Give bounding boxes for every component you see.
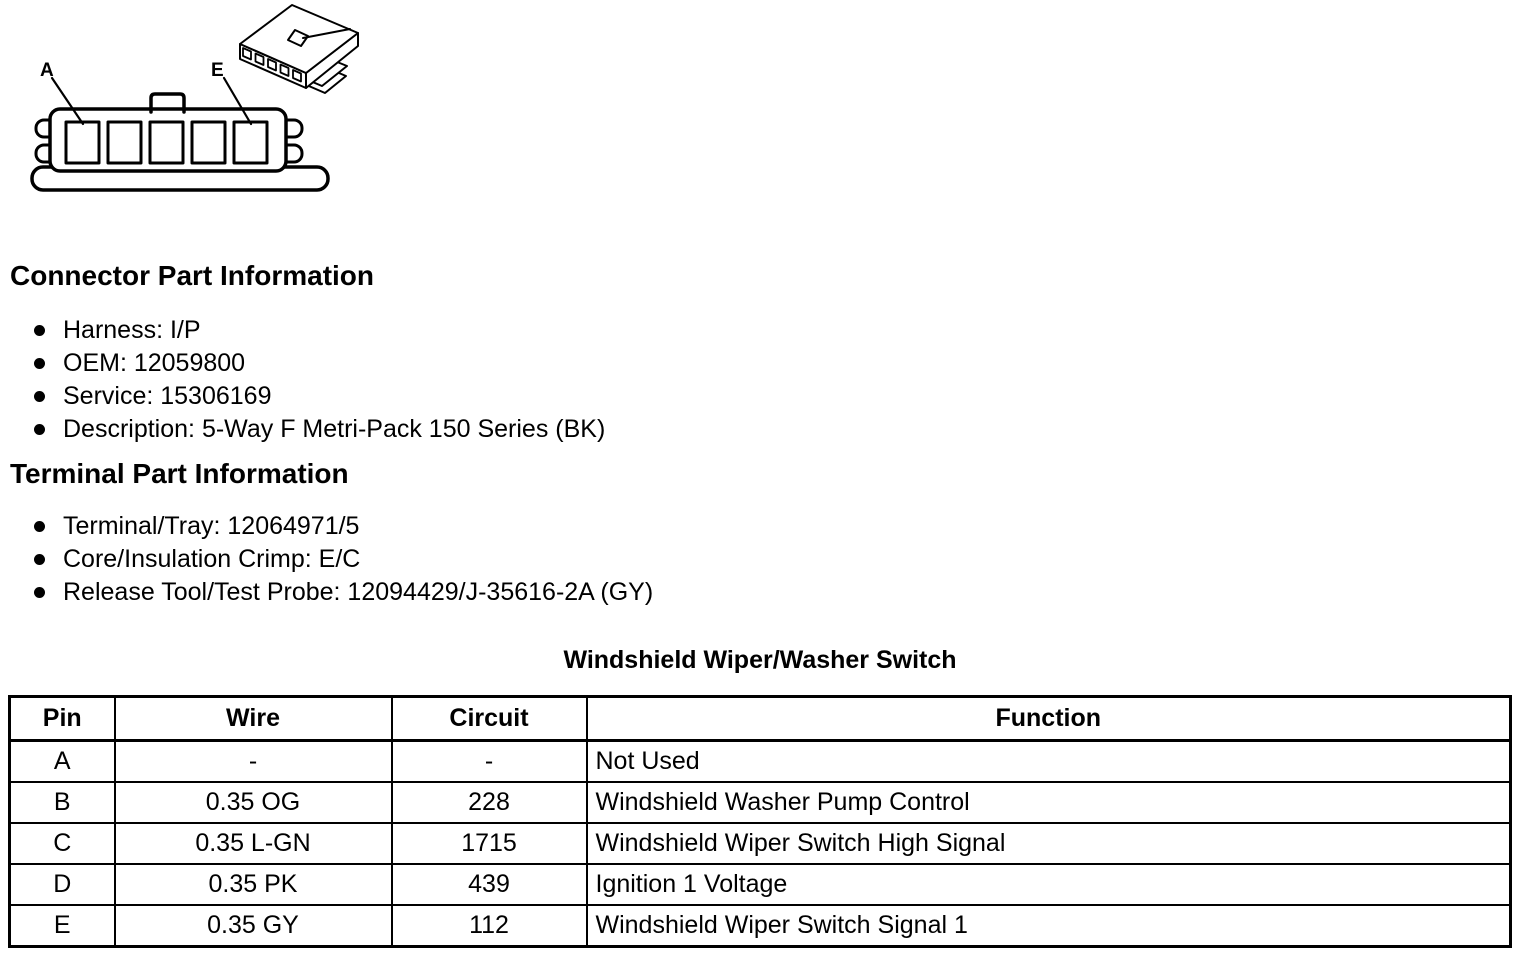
list-item: Harness: I/P [34,314,605,347]
pin-cavity [190,120,227,165]
circuit-cell: 112 [390,904,588,948]
table-row: C 0.35 L-GN 1715 Windshield Wiper Switch… [8,822,1512,865]
bullet-icon [34,521,45,532]
col-header-circuit: Circuit [390,695,588,742]
connector-lock-tab [149,92,186,114]
list-item: OEM: 12059800 [34,347,605,380]
table-header-row: Pin Wire Circuit Function [8,695,1512,742]
connector-info-list: Harness: I/P OEM: 12059800 Service: 1530… [34,314,605,446]
connector-part-info-heading: Connector Part Information [10,260,375,291]
leader-line-e [222,76,253,126]
connector-front-view [30,76,330,192]
leader-line-a [50,76,85,126]
connector-diagram: A E [30,4,359,192]
wire-cell: - [113,739,393,783]
table-row: E 0.35 GY 112 Windshield Wiper Switch Si… [8,904,1512,948]
pin-label-e: E [211,60,224,81]
circuit-cell: 1715 [390,822,588,865]
list-item-text: OEM: 12059800 [63,349,246,377]
circuit-cell: - [390,739,588,783]
pin-label-a: A [40,60,54,81]
bullet-icon [34,358,45,369]
table-row: D 0.35 PK 439 Ignition 1 Voltage [8,863,1512,906]
list-item-text: Description: 5-Way F Metri-Pack 150 Seri… [63,415,606,443]
pin-cell: E [8,904,116,948]
pin-cavity [64,120,101,165]
function-cell: Windshield Wiper Switch Signal 1 [585,904,1512,948]
table-row: B 0.35 OG 228 Windshield Washer Pump Con… [8,781,1512,824]
table-title: Windshield Wiper/Washer Switch [563,646,957,674]
pin-cavity [106,120,143,165]
pin-cell: A [8,739,116,783]
pin-cell: D [8,863,116,906]
iso-terminal-slots [242,47,302,83]
wire-cell: 0.35 PK [113,863,393,906]
circuit-cell: 228 [390,781,588,824]
wire-cell: 0.35 GY [113,904,393,948]
list-item: Description: 5-Way F Metri-Pack 150 Seri… [34,413,605,446]
pin-cell: C [8,822,116,865]
wire-cell: 0.35 OG [113,781,393,824]
function-cell: Not Used [585,739,1512,783]
list-item: Service: 15306169 [34,380,605,413]
bullet-icon [34,424,45,435]
list-item: Release Tool/Test Probe: 12094429/J-3561… [34,576,653,609]
function-cell: Windshield Washer Pump Control [585,781,1512,824]
bullet-icon [34,391,45,402]
wire-cell: 0.35 L-GN [113,822,393,865]
terminal-info-list: Terminal/Tray: 12064971/5 Core/Insulatio… [34,510,653,609]
pin-cavity [148,120,185,165]
circuit-cell: 439 [390,863,588,906]
list-item-text: Release Tool/Test Probe: 12094429/J-3561… [63,578,654,606]
list-item: Terminal/Tray: 12064971/5 [34,510,653,543]
iso-lock-latch [287,29,309,47]
list-item-text: Terminal/Tray: 12064971/5 [63,512,360,540]
pin-cell: B [8,781,116,824]
function-cell: Ignition 1 Voltage [585,863,1512,906]
list-item-text: Core/Insulation Crimp: E/C [63,545,361,573]
list-item-text: Service: 15306169 [63,382,272,410]
connector-isometric-view [239,4,359,94]
bullet-icon [34,587,45,598]
col-header-wire: Wire [113,695,393,742]
list-item-text: Harness: I/P [63,316,201,344]
pin-cavity [232,120,269,165]
table-row: A - - Not Used [8,739,1512,783]
pin-cavities [64,120,269,165]
list-item: Core/Insulation Crimp: E/C [34,543,653,576]
pinout-table: Pin Wire Circuit Function A - - Not Used… [8,695,1512,948]
col-header-function: Function [585,695,1512,742]
col-header-pin: Pin [8,695,116,742]
iso-latch-line [302,28,351,39]
bullet-icon [34,554,45,565]
bullet-icon [34,325,45,336]
terminal-part-info-heading: Terminal Part Information [10,458,349,489]
function-cell: Windshield Wiper Switch High Signal [585,822,1512,865]
